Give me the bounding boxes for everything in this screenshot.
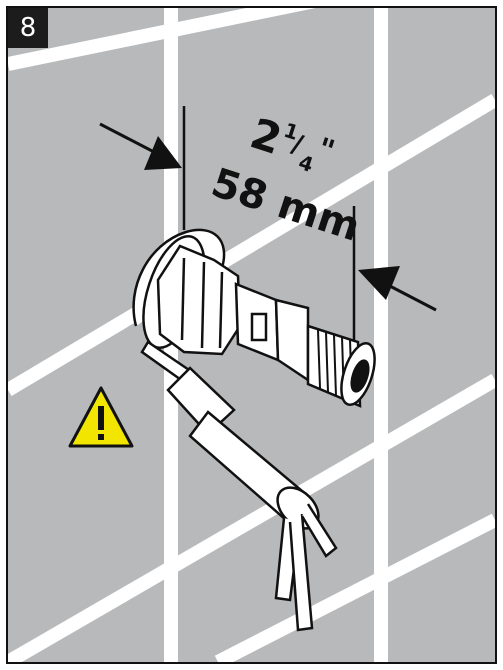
- dimension-imperial-whole: 2: [245, 109, 288, 165]
- illustration-panel: 2 1 / 4 " 58 mm: [6, 6, 497, 664]
- threaded-pipe-fitting-icon: [142, 235, 376, 408]
- sealant-tube-icon: [140, 340, 338, 632]
- dimension-arrow-left: [99, 122, 182, 170]
- dimension-arrow-right: [358, 266, 437, 312]
- dimension-lines: [182, 106, 356, 360]
- warning-triangle-icon: [68, 386, 134, 448]
- illustration-canvas: 2 1 / 4 " 58 mm: [8, 8, 495, 662]
- dimension-imperial-unit: ": [313, 131, 339, 169]
- tile-grout-lines: [8, 8, 495, 662]
- step-number-badge: 8: [8, 8, 48, 48]
- dimension-metric: 58 mm: [206, 160, 366, 251]
